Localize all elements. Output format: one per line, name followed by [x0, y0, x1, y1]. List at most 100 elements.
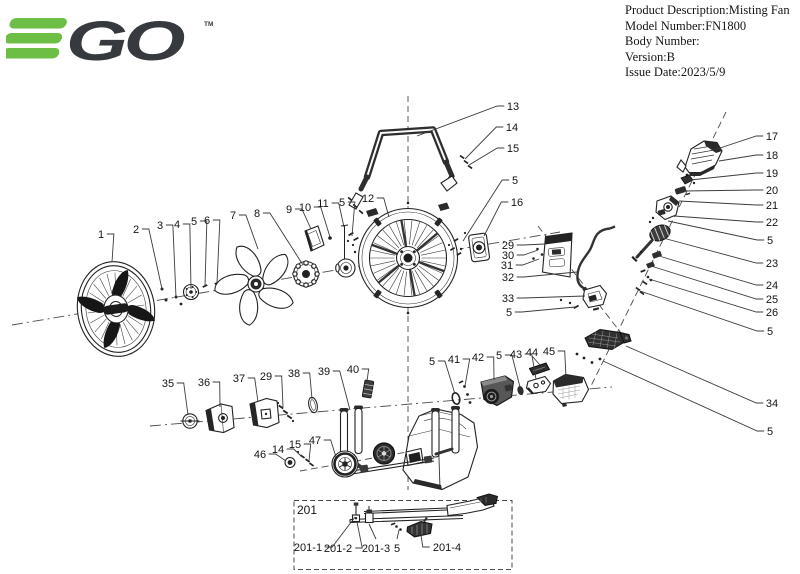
callout-15: 15 — [507, 143, 519, 155]
inset-misting-kit: 201 — [293, 493, 513, 570]
leader-line — [516, 249, 539, 256]
grille-line — [90, 314, 105, 324]
callout-5: 5 — [394, 543, 400, 555]
callout-5: 5 — [767, 235, 773, 247]
leader-line — [462, 179, 510, 242]
leader-line — [718, 154, 764, 162]
leader-line — [557, 350, 567, 378]
callout-20: 20 — [766, 185, 778, 197]
callout-24: 24 — [766, 280, 778, 292]
callout-6: 6 — [204, 215, 210, 227]
part-trolley-frame — [331, 405, 460, 478]
grille-line — [416, 267, 434, 287]
logo-e-bars — [6, 18, 67, 59]
callout-16: 16 — [511, 197, 523, 209]
grille-line — [388, 269, 402, 291]
leader-line — [625, 345, 764, 404]
part-wheel-cap-screws — [284, 450, 315, 469]
grille-line — [119, 323, 126, 345]
leader-line — [238, 214, 259, 250]
callout-5: 5 — [191, 216, 197, 228]
callout-8: 8 — [254, 208, 260, 220]
leader-line — [325, 516, 356, 548]
grille-line — [371, 243, 399, 256]
callout-2: 2 — [133, 224, 139, 236]
leader-line — [141, 228, 163, 290]
leader-line — [468, 147, 505, 166]
leader-line — [420, 534, 430, 548]
callout-5: 5 — [512, 175, 518, 187]
ego-logo: GO TM — [6, 10, 213, 72]
callout-11: 11 — [317, 198, 328, 210]
callout-17: 17 — [766, 131, 778, 143]
info-line: Version:B — [625, 49, 675, 64]
grille-line — [418, 265, 439, 281]
part-motor-bracket — [304, 225, 332, 252]
callout-25: 25 — [766, 294, 778, 306]
info-line: Body Number: — [625, 34, 700, 49]
grille-line — [421, 249, 446, 256]
leader-line — [106, 233, 115, 263]
callout-4: 4 — [174, 219, 180, 231]
leader-line — [332, 370, 351, 411]
part-foot-pedal — [575, 328, 632, 364]
grille-line — [400, 220, 408, 248]
callout-1: 1 — [98, 229, 104, 241]
leader-line — [713, 135, 764, 151]
leader-line — [639, 290, 765, 332]
part-caster-and-brackets — [180, 379, 375, 434]
grille-line — [403, 220, 407, 245]
callout-14: 14 — [506, 122, 518, 134]
leader-line — [462, 358, 471, 387]
leader-line — [673, 215, 764, 223]
callout-13: 13 — [507, 101, 519, 113]
callout-29: 29 — [502, 240, 514, 252]
grille-line — [417, 260, 445, 273]
grille-line — [416, 229, 434, 249]
callout-14: 14 — [272, 444, 284, 456]
leader-line — [683, 189, 764, 192]
part-body-shell — [402, 408, 479, 491]
leader-line — [268, 453, 287, 462]
grille-line — [89, 292, 105, 303]
callout-10: 10 — [299, 202, 311, 214]
grille-line — [411, 221, 420, 246]
leader-line — [313, 206, 331, 238]
grille-line — [411, 270, 420, 295]
grille-line — [377, 264, 401, 284]
callout-9: 9 — [286, 204, 292, 216]
grille-line — [403, 271, 407, 296]
leader-line — [212, 381, 221, 408]
grille-line — [123, 322, 133, 341]
callout-43: 43 — [510, 349, 522, 361]
callout-201-1: 201-1 — [294, 542, 322, 554]
leader-line — [302, 372, 313, 400]
callout-42: 42 — [472, 352, 484, 364]
leader-line — [331, 202, 345, 228]
callout-201-4: 201-4 — [433, 542, 461, 554]
grille-line — [93, 284, 107, 299]
leader-line — [396, 529, 400, 540]
part-fan-housing — [353, 201, 463, 315]
callout-201-2: 201-2 — [324, 543, 352, 555]
leader-line — [416, 105, 505, 137]
callout-21: 21 — [766, 200, 778, 212]
logo-go-text: GO — [66, 10, 185, 72]
leader-line — [486, 356, 495, 381]
leader-line — [199, 220, 208, 287]
leader-line — [662, 237, 764, 264]
grille-line — [99, 277, 109, 296]
grille-line — [127, 294, 142, 304]
grille-line — [125, 285, 138, 300]
callout-5: 5 — [496, 350, 502, 362]
grille-line — [408, 268, 416, 296]
leader-line — [323, 439, 337, 458]
info-line: Model Number:FN1800 — [625, 18, 747, 33]
leader-line — [165, 224, 177, 298]
leader-line — [376, 197, 390, 218]
part-battery-cover-assembly — [631, 140, 723, 296]
grille-line — [415, 232, 439, 252]
leader-line — [650, 265, 764, 300]
grille-line — [101, 321, 110, 340]
